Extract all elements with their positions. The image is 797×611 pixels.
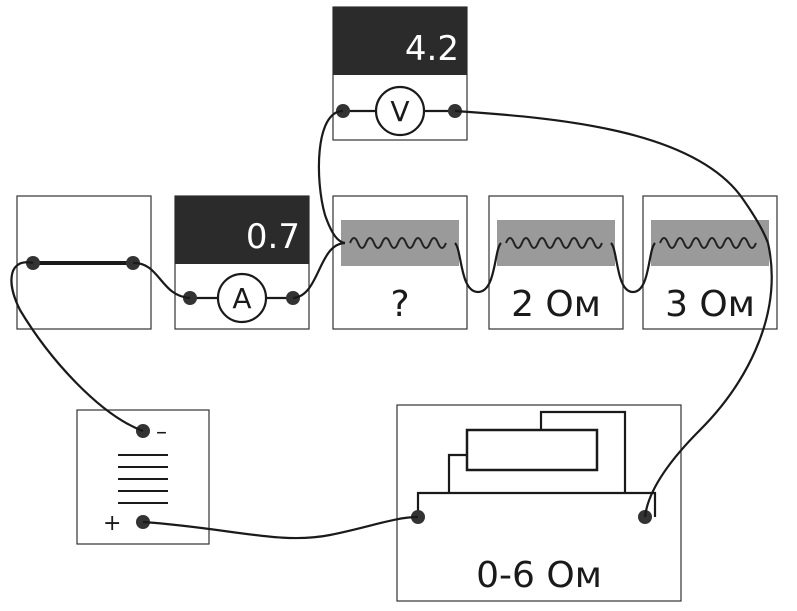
switch (16, 195, 152, 330)
resistor-unknown-coil (349, 237, 447, 249)
voltmeter-symbol-circle (374, 85, 426, 137)
voltmeter-display (333, 7, 467, 75)
resistor-2-ohm-coil (505, 237, 603, 249)
battery-plus-label: + (103, 511, 121, 536)
rheostat-slider-arm[interactable] (539, 410, 627, 493)
voltmeter: 4.2 V (332, 6, 468, 141)
resistor-unknown: ? (332, 195, 468, 330)
wire-switch-ammeter (132, 261, 191, 300)
wire-resistor-2ohm-3ohm (610, 242, 656, 294)
resistor-2-ohm-coil-bg (497, 220, 615, 266)
ammeter-symbol-circle (216, 272, 268, 324)
battery-minus-label: – (156, 420, 167, 445)
resistor-3-ohm-coil (659, 237, 757, 249)
wire-battery-rheostat (142, 515, 419, 540)
resistor-2-ohm: 2 Ом (488, 195, 624, 330)
ammeter-symbol: A (232, 282, 251, 315)
resistor-unknown-label: ? (390, 284, 409, 325)
voltmeter-reading: 4.2 (405, 29, 459, 69)
wire-3ohm-rheostat (643, 242, 773, 518)
ammeter-reading: 0.7 (246, 217, 300, 257)
rheostat-label: 0-6 Ом (476, 555, 602, 596)
ammeter: 0.7 A (174, 195, 310, 330)
wires (10, 109, 773, 540)
resistor-3-ohm-coil-bg (651, 220, 769, 266)
resistor-unknown-coil-bg (341, 220, 459, 266)
rheostat-body (465, 428, 599, 472)
wire-ammeter-resistor (292, 241, 346, 300)
wire-voltmeter-left (317, 109, 346, 245)
resistor-3-ohm-label: 3 Ом (665, 284, 755, 325)
resistor-2-ohm-label: 2 Ом (511, 284, 601, 325)
rheostat-lead (447, 453, 467, 493)
resistor-3-ohm: 3 Ом (642, 195, 778, 330)
rheostat-base (416, 491, 657, 517)
wire-switch-battery (10, 261, 144, 433)
rheostat: 0-6 Ом (396, 404, 682, 602)
voltmeter-symbol: V (390, 95, 409, 128)
ammeter-display (175, 196, 309, 264)
wire-voltmeter-right (454, 109, 770, 244)
wire-resistor-unknown-2ohm (454, 242, 502, 294)
